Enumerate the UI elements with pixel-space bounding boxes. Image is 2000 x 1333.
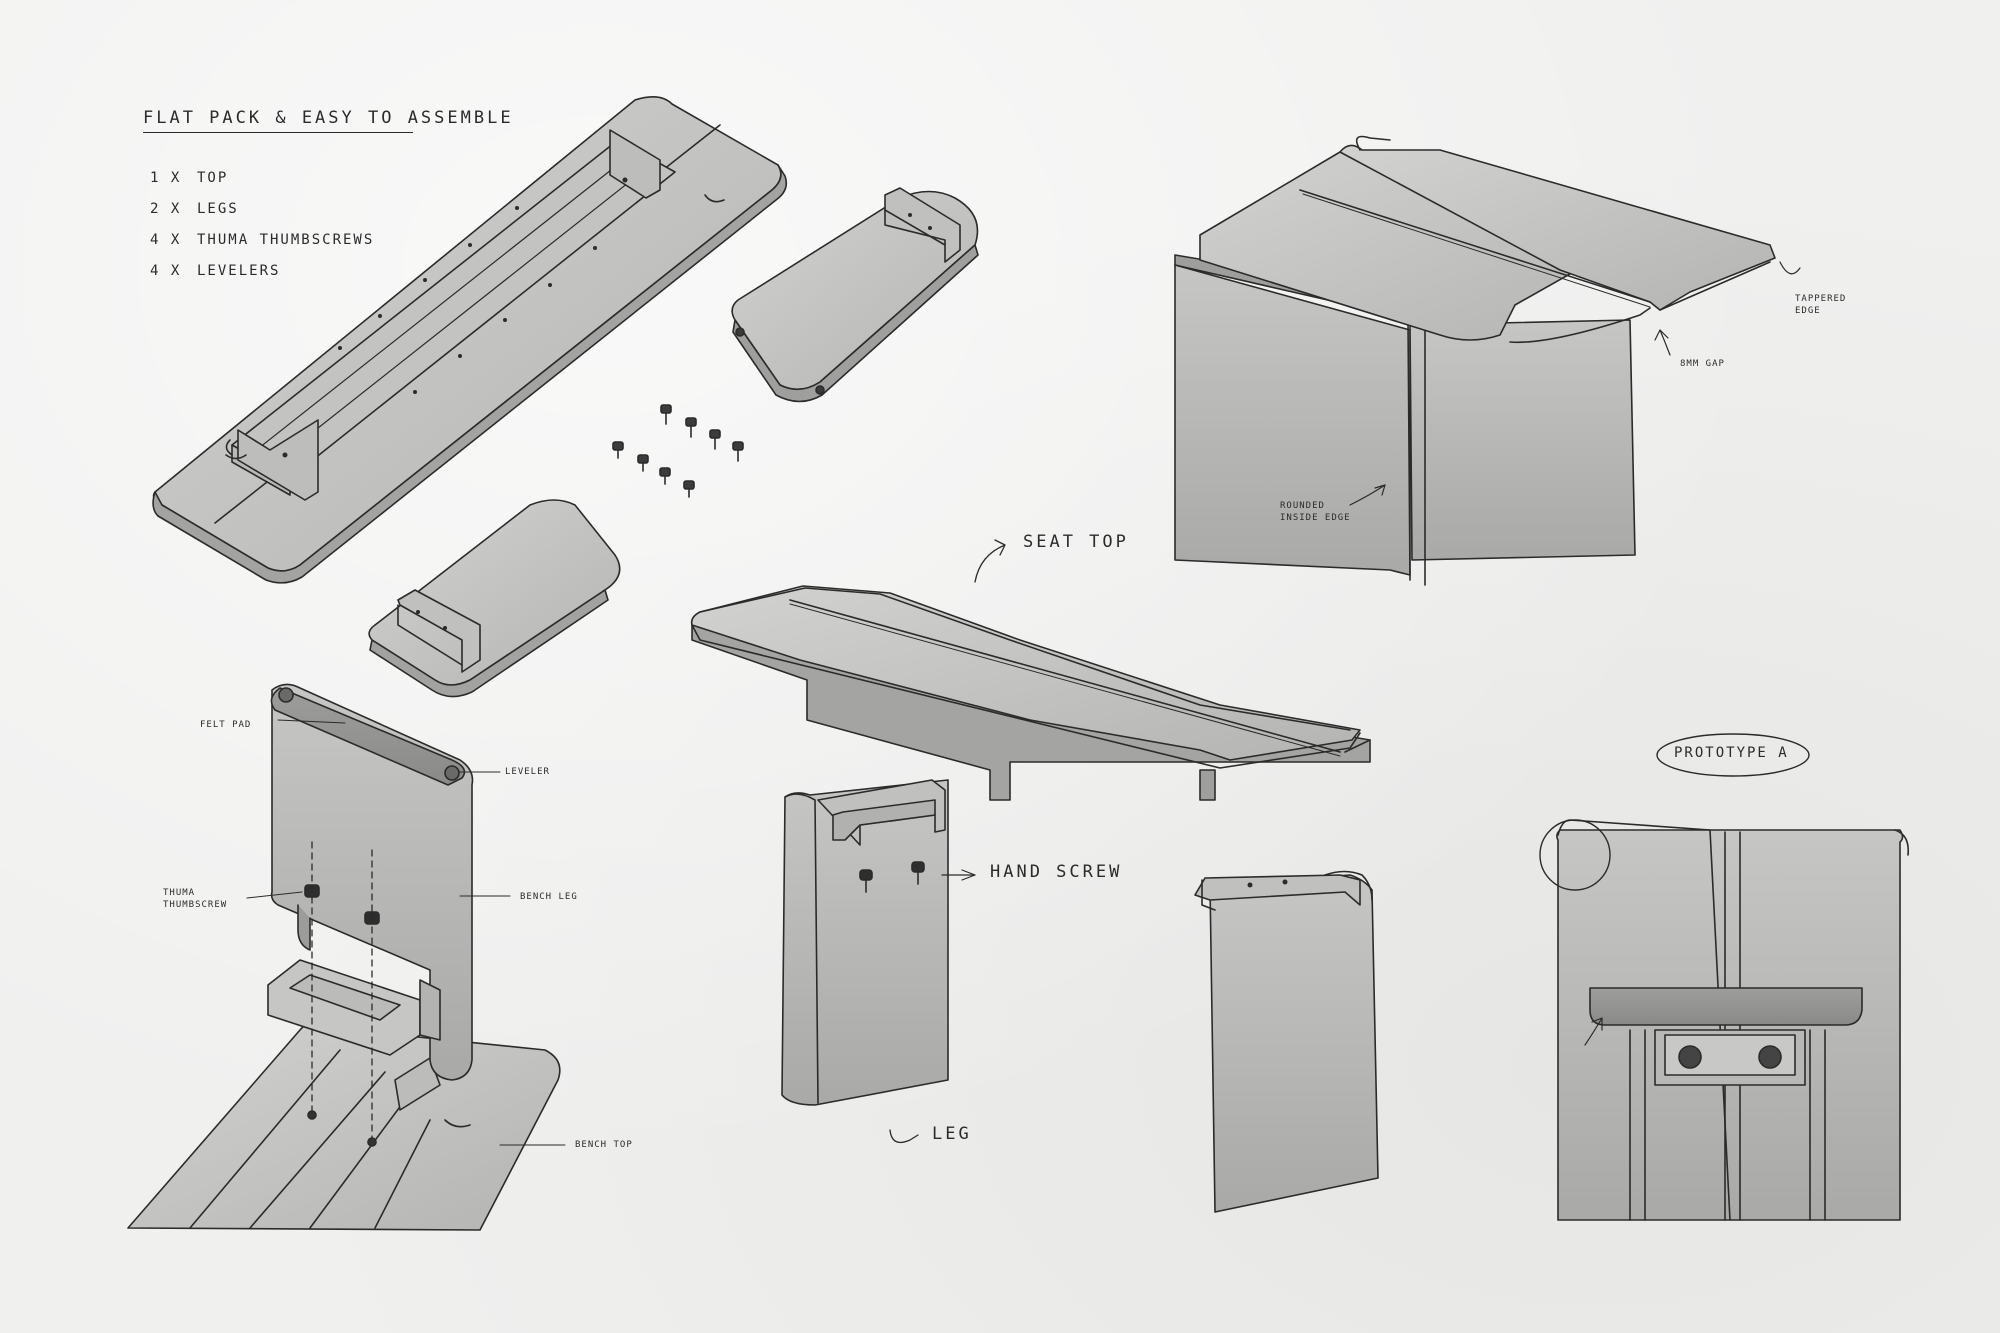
parts-qty-thumbscrews: 4 x	[150, 232, 182, 248]
title-underline	[143, 132, 413, 133]
page-title: FLAT PACK & EASY TO ASSEMBLE	[143, 108, 514, 128]
label-bench-leg: BENCH LEG	[520, 892, 578, 902]
label-leveler: LEVELER	[505, 767, 550, 777]
parts-qty-levelers: 4 x	[150, 263, 182, 279]
label-felt-pad: FELT PAD	[200, 720, 252, 730]
label-hand-screw: HAND SCREW	[990, 862, 1123, 882]
prototype-a-detail	[1539, 733, 1910, 1221]
parts-name-legs: LEGS	[197, 201, 239, 217]
leg-single	[1194, 870, 1379, 1213]
hardware-set	[612, 404, 744, 498]
parts-name-thumbscrews: THUMA THUMBSCREWS	[197, 232, 375, 248]
label-seat-top: SEAT TOP	[1023, 532, 1129, 552]
label-gap: 8mm GAP	[1680, 359, 1725, 369]
label-prototype: PROTOTYPE A	[1674, 745, 1789, 761]
assembly-detail	[127, 683, 566, 1231]
label-bench-top: BENCH TOP	[575, 1140, 633, 1150]
label-leg: LEG	[932, 1124, 972, 1144]
flatpack-leg-2	[368, 499, 621, 698]
corner-detail	[1174, 135, 1801, 586]
parts-name-top: TOP	[197, 170, 229, 186]
flatpack-leg-1	[731, 187, 979, 403]
flatpack-bench-top	[152, 96, 788, 584]
parts-qty-legs: 2 x	[150, 201, 182, 217]
parts-name-levelers: LEVELERS	[197, 263, 281, 279]
parts-qty-top: 1 x	[150, 170, 182, 186]
label-thuma-thumbscrew: THUMA THUMBSCREW	[163, 888, 228, 910]
leg-with-bracket	[781, 779, 976, 1144]
label-rounded-inside-edge: ROUNDED INSIDE EDGE	[1280, 501, 1351, 523]
label-tappered-edge: TAPPERED EDGE	[1795, 294, 1847, 316]
assembled-seat-top	[690, 585, 1371, 801]
